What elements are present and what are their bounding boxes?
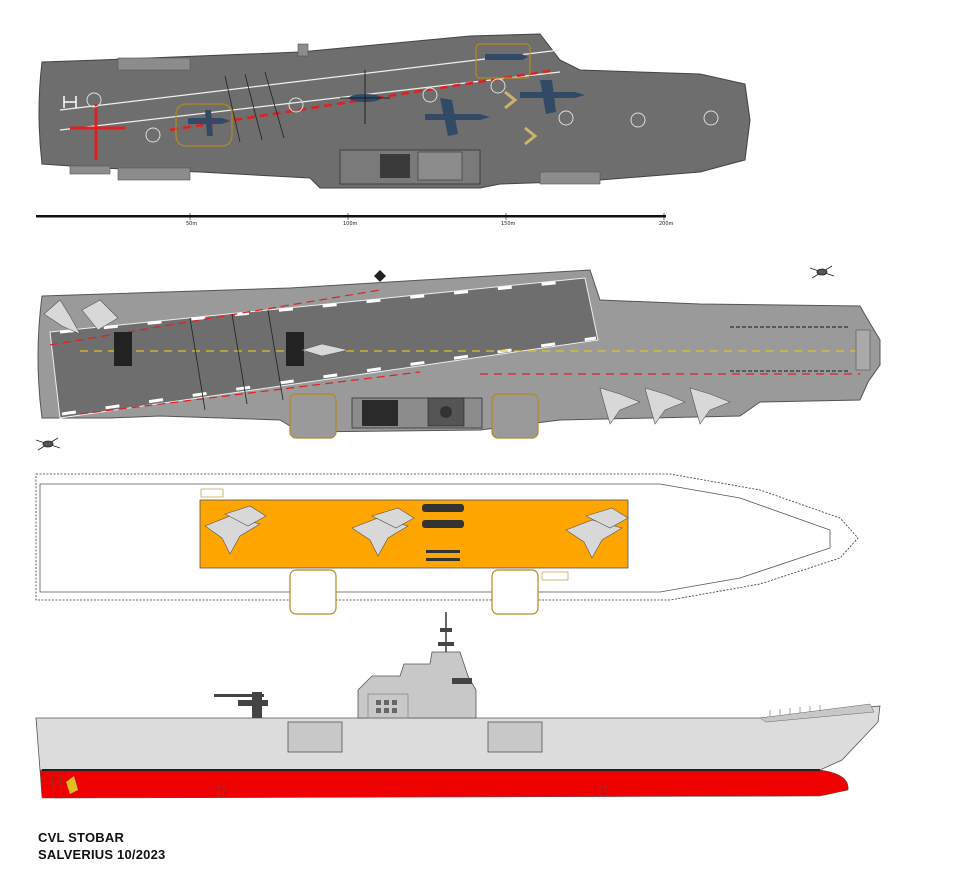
scale-label-50: 50m	[186, 221, 197, 227]
landing-spot	[558, 110, 574, 126]
deck-elevator	[289, 393, 337, 439]
jet-aircraft	[43, 299, 731, 425]
top-view-lower	[35, 265, 881, 451]
jet-blast-deflector	[114, 332, 132, 366]
flight-deck-upper	[38, 33, 751, 189]
sponson	[69, 165, 111, 175]
rudder	[51, 775, 63, 799]
landing-spot	[86, 92, 102, 108]
island-side	[357, 612, 477, 719]
landing-spot	[490, 78, 506, 94]
side-elevator	[287, 721, 343, 753]
hangar-door	[541, 571, 569, 581]
sponson	[117, 57, 191, 71]
drawing-title: CVL STOBAR	[38, 830, 125, 845]
radar-panel	[452, 678, 472, 684]
deck-crane	[214, 692, 268, 718]
helipad-h	[63, 96, 77, 108]
elevator-outline	[175, 103, 233, 147]
author-credit: SALVERIUS 10/2023	[38, 847, 166, 862]
stabilizer	[217, 785, 225, 797]
arresting-wire	[189, 317, 206, 411]
stored-aircraft	[204, 505, 629, 559]
sponson	[539, 171, 601, 185]
sponson	[297, 43, 309, 57]
scale-label-150: 150m	[501, 221, 516, 227]
landing-spot	[422, 87, 438, 103]
island-superstructure	[339, 149, 481, 185]
arresting-wire	[231, 313, 248, 405]
hangar-elevator	[491, 569, 539, 615]
bow-bumper	[855, 329, 871, 371]
hull-red-underside	[39, 769, 849, 799]
scale-label-200: 200m	[659, 221, 674, 227]
arresting-wire	[224, 75, 241, 143]
deck-edge-line	[59, 71, 561, 131]
landing-spot	[145, 127, 161, 143]
elevator-outline	[475, 43, 531, 79]
hangar-elevator	[289, 569, 337, 615]
deck-elevator	[491, 393, 539, 439]
helicopter	[35, 265, 835, 451]
arresting-wire	[267, 309, 284, 401]
jet-blast-deflector	[286, 332, 304, 366]
arresting-wire	[264, 71, 285, 139]
deck-edge-line	[59, 49, 561, 111]
blast-deflector	[504, 90, 518, 110]
mast-platform	[440, 628, 452, 632]
landing-spot	[288, 97, 304, 113]
angled-red-line	[79, 371, 421, 415]
top-view-upper	[38, 33, 751, 189]
mast-top-icon	[374, 270, 386, 282]
side-profile	[35, 612, 881, 799]
hangar-bay	[199, 499, 629, 569]
scale-bar: 50m 100m 150m 200m	[36, 213, 674, 227]
landing-spot	[630, 112, 646, 128]
jet-aircraft	[485, 54, 528, 60]
stored-vehicles	[422, 504, 464, 561]
jet-aircraft	[188, 110, 230, 136]
stabilizer	[599, 785, 607, 797]
side-elevator	[487, 721, 543, 753]
railing	[769, 705, 821, 716]
island-superstructure	[351, 397, 483, 429]
propeller	[66, 776, 78, 794]
mast-platform	[438, 642, 454, 646]
angled-red-line	[49, 289, 381, 346]
scale-label-100: 100m	[343, 221, 358, 227]
jet-aircraft	[520, 80, 585, 114]
helicopter	[340, 70, 390, 124]
ski-jump-ramp	[759, 703, 875, 723]
jet-aircraft	[425, 98, 490, 136]
hangar-door	[200, 488, 224, 498]
landing-spot	[703, 110, 719, 126]
hangar-deck-outline	[35, 473, 859, 601]
sponson	[117, 167, 191, 181]
hangar-plan	[35, 473, 859, 615]
blast-deflector	[524, 126, 538, 146]
arresting-wire	[244, 73, 263, 141]
